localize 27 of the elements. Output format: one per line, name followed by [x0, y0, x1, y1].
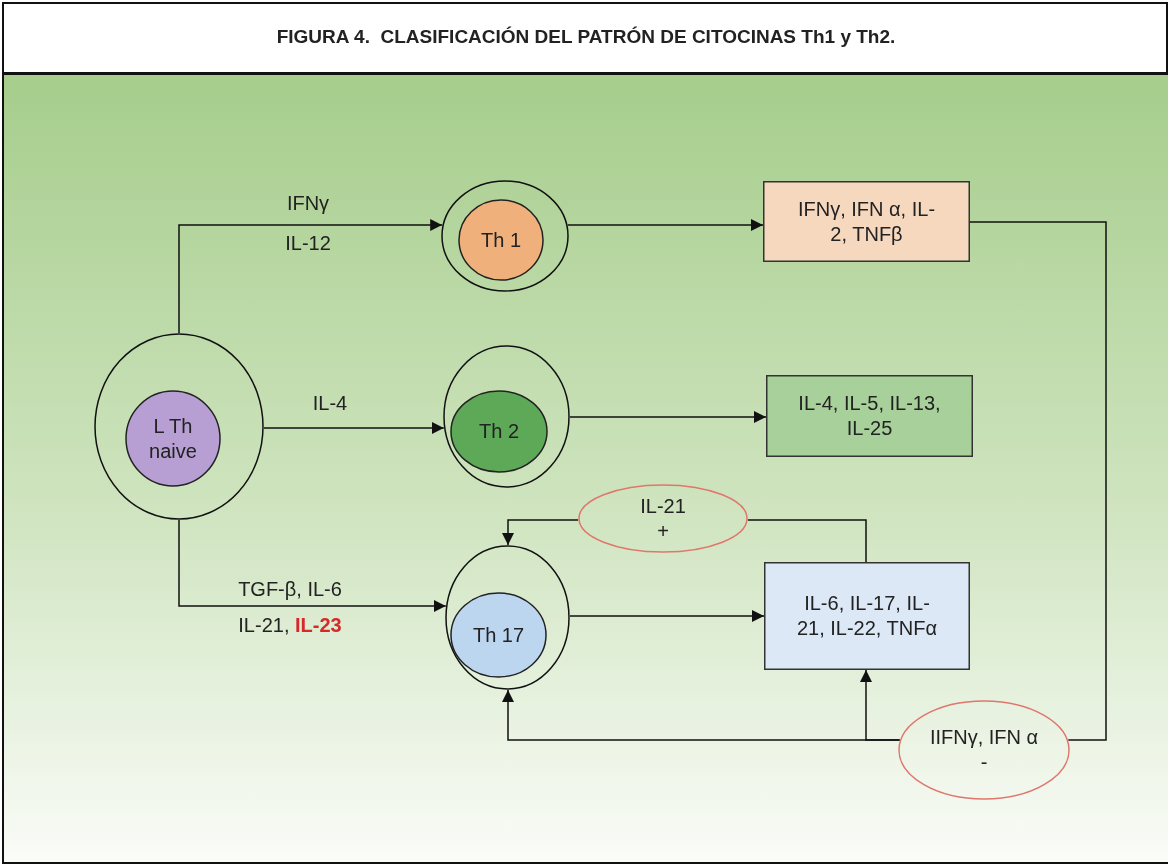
edge-label: IFNγ IL-12: [284, 191, 332, 256]
cytokine-box: IL-4, IL-5, IL-13, IL-25: [766, 375, 973, 457]
figure-title: FIGURA 4. CLASIFICACIÓN DEL PATRÓN DE CITOCINAS Th1 y Th2.: [275, 25, 897, 49]
edge-label: TGF-β, IL-6 IL-21, IL-23: [237, 577, 343, 638]
cell-outline: [94, 333, 264, 520]
arrow: [569, 610, 765, 622]
cell-circle: L Th naive: [125, 390, 221, 487]
arrow: [178, 519, 447, 612]
cell-circle: Th 2: [450, 390, 548, 473]
cell-circle: Th 17: [450, 592, 547, 678]
arrow: [567, 219, 764, 231]
cell-outline: [445, 545, 570, 690]
arrow: [569, 411, 767, 423]
connector-line: [969, 221, 1107, 741]
cell-circle: Th 1: [458, 199, 544, 281]
arrow: [502, 519, 579, 546]
cytokine-box: IL-6, IL-17, IL-21, IL-22, TNFα: [764, 562, 970, 670]
cytokine-ellipse: IIFNγ, IFN α -: [898, 700, 1070, 800]
arrow: [263, 422, 445, 434]
cell-outline: [441, 180, 569, 292]
arrow: [178, 219, 443, 334]
cytokine-ellipse: IL-21 +: [578, 484, 748, 553]
cell-outline: [443, 345, 570, 488]
cytokine-box: IFNγ, IFN α, IL-2, TNFβ: [763, 181, 970, 262]
connector-line: [747, 519, 867, 563]
edge-label: IL-4: [311, 392, 349, 415]
arrow: [860, 669, 901, 741]
